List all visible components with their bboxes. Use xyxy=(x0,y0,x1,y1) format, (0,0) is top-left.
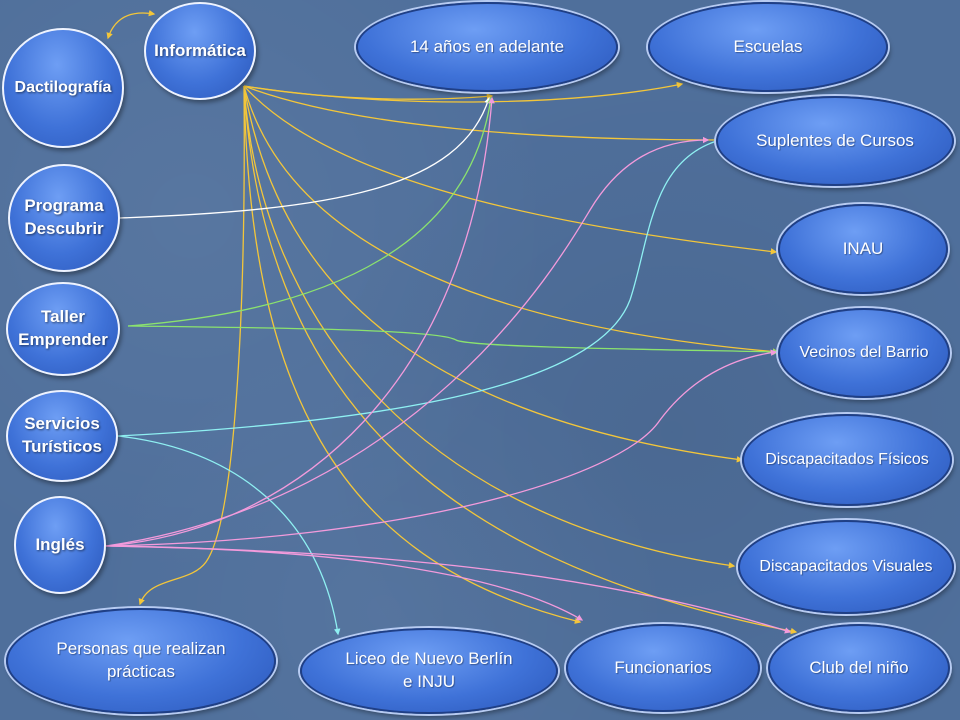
node-programa-descubrir: Programa Descubrir xyxy=(8,164,120,272)
node-club-nino-label: Club del niño xyxy=(809,657,909,677)
node-taller-emprender: Taller Emprender xyxy=(6,282,120,376)
link-ingles-14anos xyxy=(105,96,495,547)
node-dactilografia: Dactilografía xyxy=(2,28,124,148)
link-servicios-suplentes xyxy=(117,138,722,437)
node-suplentes: Suplentes de Cursos xyxy=(716,96,954,186)
link-informatica-disc-fisicos xyxy=(243,85,744,463)
link-dactilografia-informatica xyxy=(106,9,156,40)
link-informatica-club xyxy=(243,85,798,635)
node-funcionarios-label: Funcionarios xyxy=(614,657,712,677)
node-informatica-label: Informática xyxy=(154,40,246,60)
link-ingles-club xyxy=(105,545,792,634)
node-informatica: Informática xyxy=(144,2,256,100)
link-informatica-funcionarios xyxy=(243,85,582,624)
node-funcionarios: Funcionarios xyxy=(566,624,760,712)
node-ingles-label: Inglés xyxy=(35,534,85,554)
node-14-anos: 14 años en adelante xyxy=(356,2,618,92)
node-club-nino: Club del niño xyxy=(768,624,950,712)
node-programa-descubrir-label: Programa Descubrir xyxy=(24,196,104,238)
node-disc-fisicos: Discapacitados Físicos xyxy=(742,414,952,506)
link-informatica-personas xyxy=(138,85,245,606)
node-ingles: Inglés xyxy=(14,496,106,594)
node-taller-emprender-label: Taller Emprender xyxy=(18,307,108,349)
node-disc-visuales: Discapacitados Visuales xyxy=(738,520,954,614)
link-informatica-disc-visuales xyxy=(243,85,736,569)
link-taller-vecinos xyxy=(127,325,780,356)
node-escuelas: Escuelas xyxy=(648,2,888,92)
link-informatica-vecinos xyxy=(243,85,780,355)
link-informatica-suplentes xyxy=(243,85,722,144)
node-liceo: Liceo de Nuevo Berlín e INJU xyxy=(300,628,558,714)
node-disc-visuales-label: Discapacitados Visuales xyxy=(759,558,933,576)
node-personas-practicas: Personas que realizan prácticas xyxy=(6,608,276,714)
node-dactilografia-label: Dactilografía xyxy=(14,79,112,97)
node-vecinos-label: Vecinos del Barrio xyxy=(799,344,929,362)
link-ingles-suplentes xyxy=(105,136,710,547)
link-programa-14anos xyxy=(119,96,491,219)
link-ingles-funcionarios xyxy=(105,545,584,621)
link-ingles-vecinos xyxy=(105,349,778,547)
node-servicios-turisticos-label: Servicios Turísticos xyxy=(22,414,102,456)
node-liceo-label: Liceo de Nuevo Berlín e INJU xyxy=(345,649,513,691)
node-servicios-turisticos: Servicios Turísticos xyxy=(6,390,118,482)
node-disc-fisicos-label: Discapacitados Físicos xyxy=(765,451,929,469)
link-informatica-inau xyxy=(243,85,778,255)
node-inau: INAU xyxy=(778,204,948,294)
link-informatica-escuelas xyxy=(243,81,684,103)
link-servicios-liceo xyxy=(117,435,341,636)
node-14-anos-label: 14 años en adelante xyxy=(409,36,565,56)
node-vecinos: Vecinos del Barrio xyxy=(778,308,950,398)
link-taller-14anos xyxy=(127,96,494,327)
node-suplentes-label: Suplentes de Cursos xyxy=(756,130,914,150)
node-personas-practicas-label: Personas que realizan prácticas xyxy=(56,639,226,681)
node-inau-label: INAU xyxy=(842,238,884,258)
node-escuelas-label: Escuelas xyxy=(733,36,803,56)
